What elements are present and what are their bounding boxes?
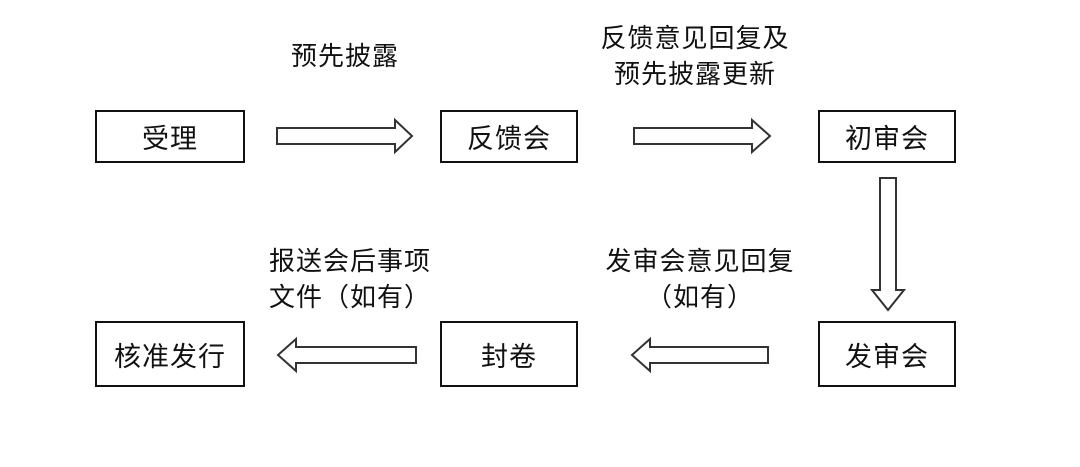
arrow-seal-to-approve — [276, 336, 417, 374]
node-feedback-label: 反馈会 — [467, 124, 551, 155]
label-post-docs-line1: 报送会后事项 — [268, 247, 431, 277]
node-first-review: 初审会 — [818, 110, 956, 163]
arrow-feedback-to-first-review — [633, 117, 772, 155]
label-review-reply-line1: 发审会意见回复 — [605, 247, 795, 277]
node-accept: 受理 — [95, 110, 245, 163]
arrow-issuance-review-to-seal — [630, 336, 769, 374]
arrow-accept-to-feedback — [276, 117, 414, 155]
arrow-first-review-to-issuance-review — [869, 177, 907, 312]
node-issuance-review: 发审会 — [818, 321, 956, 387]
node-seal-label: 封卷 — [481, 341, 537, 373]
label-feedback-reply: 反馈意见回复及 预先披露更新 — [570, 21, 820, 93]
label-feedback-reply-line1: 反馈意见回复及 — [600, 24, 790, 54]
label-post-docs-line2: 文件（如有） — [268, 283, 431, 313]
label-review-reply: 发审会意见回复 （如有） — [575, 244, 825, 316]
label-pre-disclosure: 预先披露 — [290, 42, 399, 72]
node-seal: 封卷 — [440, 321, 578, 387]
node-approve-label: 核准发行 — [114, 341, 226, 373]
label-post-docs: 报送会后事项 文件（如有） — [240, 244, 460, 316]
node-issuance-review-label: 发审会 — [845, 341, 929, 373]
label-feedback-reply-line2: 预先披露更新 — [613, 60, 776, 90]
node-first-review-label: 初审会 — [845, 124, 929, 155]
label-review-reply-line2: （如有） — [645, 283, 754, 313]
node-approve: 核准发行 — [95, 321, 245, 387]
node-feedback: 反馈会 — [440, 110, 578, 163]
node-accept-label: 受理 — [142, 124, 198, 155]
